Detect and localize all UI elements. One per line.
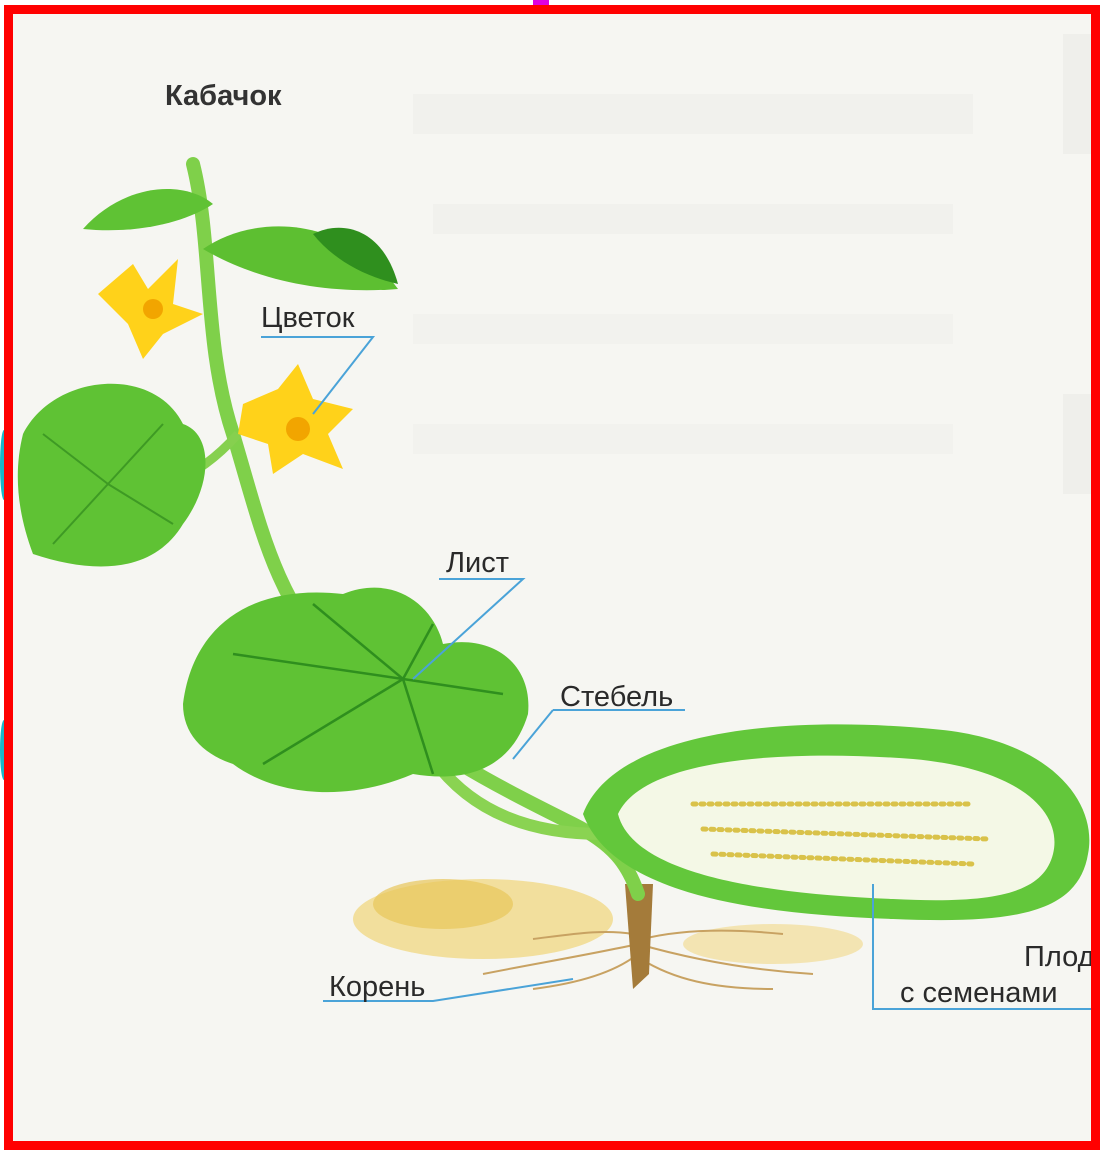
fruit-cross-section [583, 724, 1089, 920]
top-leaf-1 [83, 189, 213, 230]
diagram-title: Кабачок [165, 80, 282, 113]
label-flower: Цветок [261, 302, 354, 335]
flower-top [98, 259, 203, 359]
label-fruit-line1: Плод [1024, 941, 1095, 974]
label-root: Корень [329, 971, 425, 1004]
flower-main [238, 364, 353, 474]
background-texture [413, 34, 1100, 494]
diagram-frame: Кабачок Цветок Лист Стебель Корень Плод … [4, 5, 1100, 1150]
label-stem: Стебель [560, 681, 673, 714]
left-leaf [18, 384, 206, 567]
label-fruit-line2: с семенами [900, 977, 1058, 1010]
label-leaf: Лист [446, 547, 509, 580]
